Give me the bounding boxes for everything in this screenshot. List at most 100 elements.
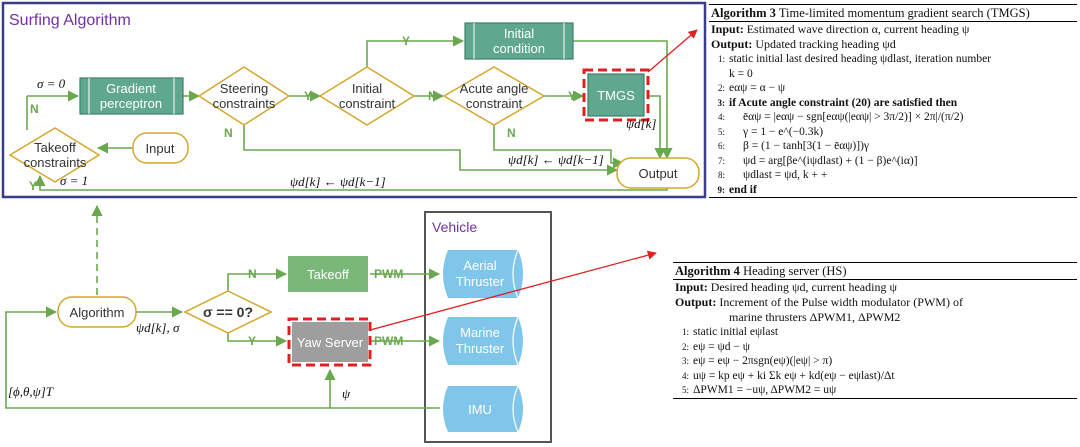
algorithm4-line: 3:eψ = eψ − 2πsgn(eψ)(|eψ| > π) <box>681 355 833 367</box>
psi-sigma-label: ψd[k], σ <box>136 320 180 335</box>
no-acute: N <box>507 126 516 140</box>
algorithm4-line: 4:uψ = kp eψ + ki Σk eψ + kd(eψ − eψlast… <box>681 369 895 382</box>
vehicle-frame <box>424 211 552 443</box>
yes-yaw-branch: Y <box>248 334 256 348</box>
feedback-label: [ϕ,θ,ψ]T <box>8 384 54 399</box>
algorithm3-line: 5:γ = 1 − e^(−0.3k) <box>717 125 824 138</box>
algorithm3-line: 7:ψd = arg[βe^(iψdlast) + (1 − β)e^(iα)] <box>717 154 918 167</box>
yes-steering: Y <box>304 89 312 103</box>
psi-label: ψ <box>342 386 351 401</box>
algorithm3-line: 2:eαψ = α − ψ <box>717 82 786 94</box>
surfing-frame <box>1 1 707 199</box>
algorithm4-line: 5:ΔPWM1 = −uψ, ΔPWM2 = uψ <box>673 383 1077 399</box>
algorithm3-box: Algorithm 3 Time-limited momentum gradie… <box>709 4 1077 198</box>
steering-decision <box>197 66 291 126</box>
lower-connectors <box>5 268 441 409</box>
tmgs-block <box>587 73 645 117</box>
upper-connectors <box>26 35 673 191</box>
algorithm4-input-text: Desired heading ψd, current heading ψ <box>710 280 897 294</box>
tmgs-pointer-arrow <box>647 29 698 73</box>
update-bottom-label: ψd[k] ← ψd[k−1] <box>290 174 386 189</box>
takeoff-constraints-label-1: Takeoff <box>34 140 76 155</box>
algorithm3-line: 4:ēαψ = |eαψ − sgn[eαψ(|eαψ| > 3π/2)] × … <box>717 111 964 123</box>
sigma-check-label: σ == 0? <box>203 304 253 320</box>
initial-condition-label-2: condition <box>493 41 545 56</box>
pwm-marine: PWM <box>374 334 403 348</box>
algorithm4-line: 2:eψ = ψd − ψ <box>681 340 750 353</box>
tmgs-label: TMGS <box>597 88 635 103</box>
algorithm4-input: Input: Desired heading ψd, current headi… <box>673 280 1077 295</box>
algorithm3-output: Output: Updated tracking heading ψd <box>709 37 1077 52</box>
algorithm4-input-label: Input: <box>675 280 708 294</box>
no-steering: N <box>224 126 233 140</box>
acute-label-1: Acute angle <box>460 81 529 96</box>
algorithm3-title-rest: Time-limited momentum gradient search (T… <box>778 6 1030 20</box>
algorithm4-box: Algorithm 4 Heading server (HS) Input: D… <box>673 262 1077 399</box>
psi-d-k-label: ψd[k] <box>626 116 656 131</box>
algorithm3-title-bold: Algorithm 3 <box>711 6 776 20</box>
no-initial: N <box>428 89 437 103</box>
algorithm3-input-text: Estimated wave direction α, current head… <box>746 22 970 36</box>
algorithm3-line: 3:if Acute angle constraint (20) are sat… <box>717 96 958 109</box>
algorithm3-line: 6:β = (1 − tanh[3(1 − ēαψ)])γ <box>717 140 869 152</box>
marine-label-2: Thruster <box>456 341 505 356</box>
yes-acute: Y <box>568 89 576 103</box>
pwm-aerial: PWM <box>374 267 403 281</box>
yaw-server-block <box>292 322 368 362</box>
initial-constraint-decision <box>318 66 416 126</box>
gradient-label-1: Gradient <box>106 81 156 96</box>
output-block <box>616 157 700 189</box>
aerial-thruster-block: Aerial Thruster <box>443 249 523 299</box>
yaw-server-label: Yaw Server <box>297 335 364 350</box>
algorithm4-output-cont: marine thrusters ΔPWM1, ΔPWM2 <box>729 310 901 324</box>
algorithm3-line: 1:static initial last desired heading ψd… <box>717 53 992 65</box>
marine-label-1: Marine <box>460 325 500 340</box>
aerial-label-2: Thruster <box>456 274 505 289</box>
algorithm3-line: 8:ψdlast = ψd, k + + <box>717 169 828 181</box>
marine-thruster-block: Marine Thruster <box>443 316 523 366</box>
initial-label-1: Initial <box>352 81 382 96</box>
algorithm4-title-rest: Heading server (HS) <box>743 264 847 278</box>
takeoff-label: Takeoff <box>307 267 349 282</box>
algorithm3-line: k = 0 <box>729 67 753 80</box>
tmgs-highlight <box>582 68 650 122</box>
update-right-label: ψd[k] ← ψd[k−1] <box>508 152 604 167</box>
aerial-label-1: Aerial <box>463 258 496 273</box>
algorithm4-title-bold: Algorithm 4 <box>675 264 740 278</box>
output-label: Output <box>638 166 677 181</box>
gradient-label-2: perceptron <box>100 96 162 111</box>
yaw-pointer-arrow <box>369 250 657 331</box>
yes-takeoff: Y <box>29 179 37 193</box>
algorithm3-output-text: Updated tracking heading ψd <box>755 37 896 51</box>
algorithm3-title: Algorithm 3 Time-limited momentum gradie… <box>709 4 1077 22</box>
algorithm-block <box>57 296 137 328</box>
algorithm3-line: 9:end if <box>709 183 1077 198</box>
sigma-one-label: σ = 1 <box>60 173 88 188</box>
algorithm4-output: Output: Increment of the Pulse width mod… <box>673 295 1077 310</box>
steering-label-1: Steering <box>220 81 268 96</box>
input-block <box>132 132 189 164</box>
algorithm3-input: Input: Estimated wave direction α, curre… <box>709 22 1077 37</box>
input-label: Input <box>146 141 175 156</box>
initial-condition-label-1: Initial <box>504 26 534 41</box>
takeoff-block <box>288 256 368 292</box>
gradient-perceptron-block <box>79 77 184 115</box>
surfing-title: Surfing Algorithm <box>9 12 131 29</box>
algorithm3-input-label: Input: <box>711 22 744 36</box>
takeoff-constraints-decision <box>8 127 101 183</box>
algorithm3-output-label: Output: <box>711 37 753 51</box>
sigma-zero-label: σ = 0 <box>37 76 66 91</box>
imu-block: IMU <box>443 385 523 433</box>
no-takeoff-left: N <box>30 102 39 116</box>
algorithm4-line: 1:static initial eψlast <box>681 326 779 338</box>
yes-initial-top: Y <box>402 34 410 48</box>
algorithm4-title: Algorithm 4 Heading server (HS) <box>673 262 1077 280</box>
initial-condition-block <box>464 22 574 60</box>
initial-label-2: constraint <box>339 96 396 111</box>
takeoff-constraints-label-2: constraints <box>24 155 87 170</box>
no-takeoff-branch: N <box>248 267 257 281</box>
steering-label-2: constraints <box>213 96 276 111</box>
acute-angle-decision <box>442 66 546 126</box>
algorithm4-output-text: Increment of the Pulse width modulator (… <box>719 295 963 309</box>
